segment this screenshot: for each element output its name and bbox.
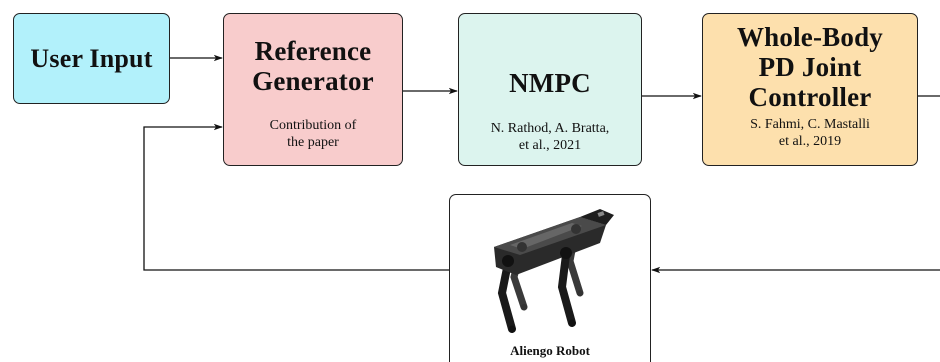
whole-body-controller-title-line: PD Joint — [758, 52, 862, 82]
reference-generator-title: Reference Generator — [224, 36, 402, 96]
whole-body-controller-title: Whole-Body PD Joint Controller — [703, 22, 917, 112]
aliengo-robot-label: Aliengo Robot — [510, 343, 590, 358]
nmpc-note-line: N. Rathod, A. Bratta, — [490, 121, 610, 136]
whole-body-controller-note-line: S. Fahmi, C. Mastalli — [750, 117, 870, 132]
whole-body-controller-note-line: et al., 2019 — [778, 134, 842, 149]
nmpc-note-line: et al., 2021 — [518, 138, 582, 153]
reference-generator-note: Contribution of the paper — [224, 117, 402, 151]
nmpc-title: NMPC — [509, 68, 591, 98]
nmpc-note: N. Rathod, A. Bratta, et al., 2021 — [459, 120, 641, 154]
whole-body-controller-note: S. Fahmi, C. Mastalli et al., 2019 — [703, 116, 917, 150]
user-input-block: User Input — [13, 13, 170, 104]
arrow-robot-feedback — [143, 123, 449, 271]
reference-generator-note-line: Contribution of — [269, 118, 357, 133]
nmpc-block: NMPC N. Rathod, A. Bratta, et al., 2021 — [458, 13, 642, 166]
aliengo-robot-block: Aliengo Robot — [449, 194, 651, 362]
user-input-title: User Input — [30, 43, 153, 73]
reference-generator-block: Reference Generator Contribution of the … — [223, 13, 403, 166]
whole-body-controller-title-line: Whole-Body — [736, 22, 884, 52]
whole-body-controller-title-line: Controller — [748, 82, 872, 112]
reference-generator-note-line: the paper — [287, 135, 339, 150]
reference-generator-title-line: Reference — [254, 36, 372, 66]
reference-generator-title-line: Generator — [252, 66, 374, 96]
whole-body-controller-block: Whole-Body PD Joint Controller S. Fahmi,… — [702, 13, 918, 166]
quadruped-robot-icon — [494, 209, 614, 333]
